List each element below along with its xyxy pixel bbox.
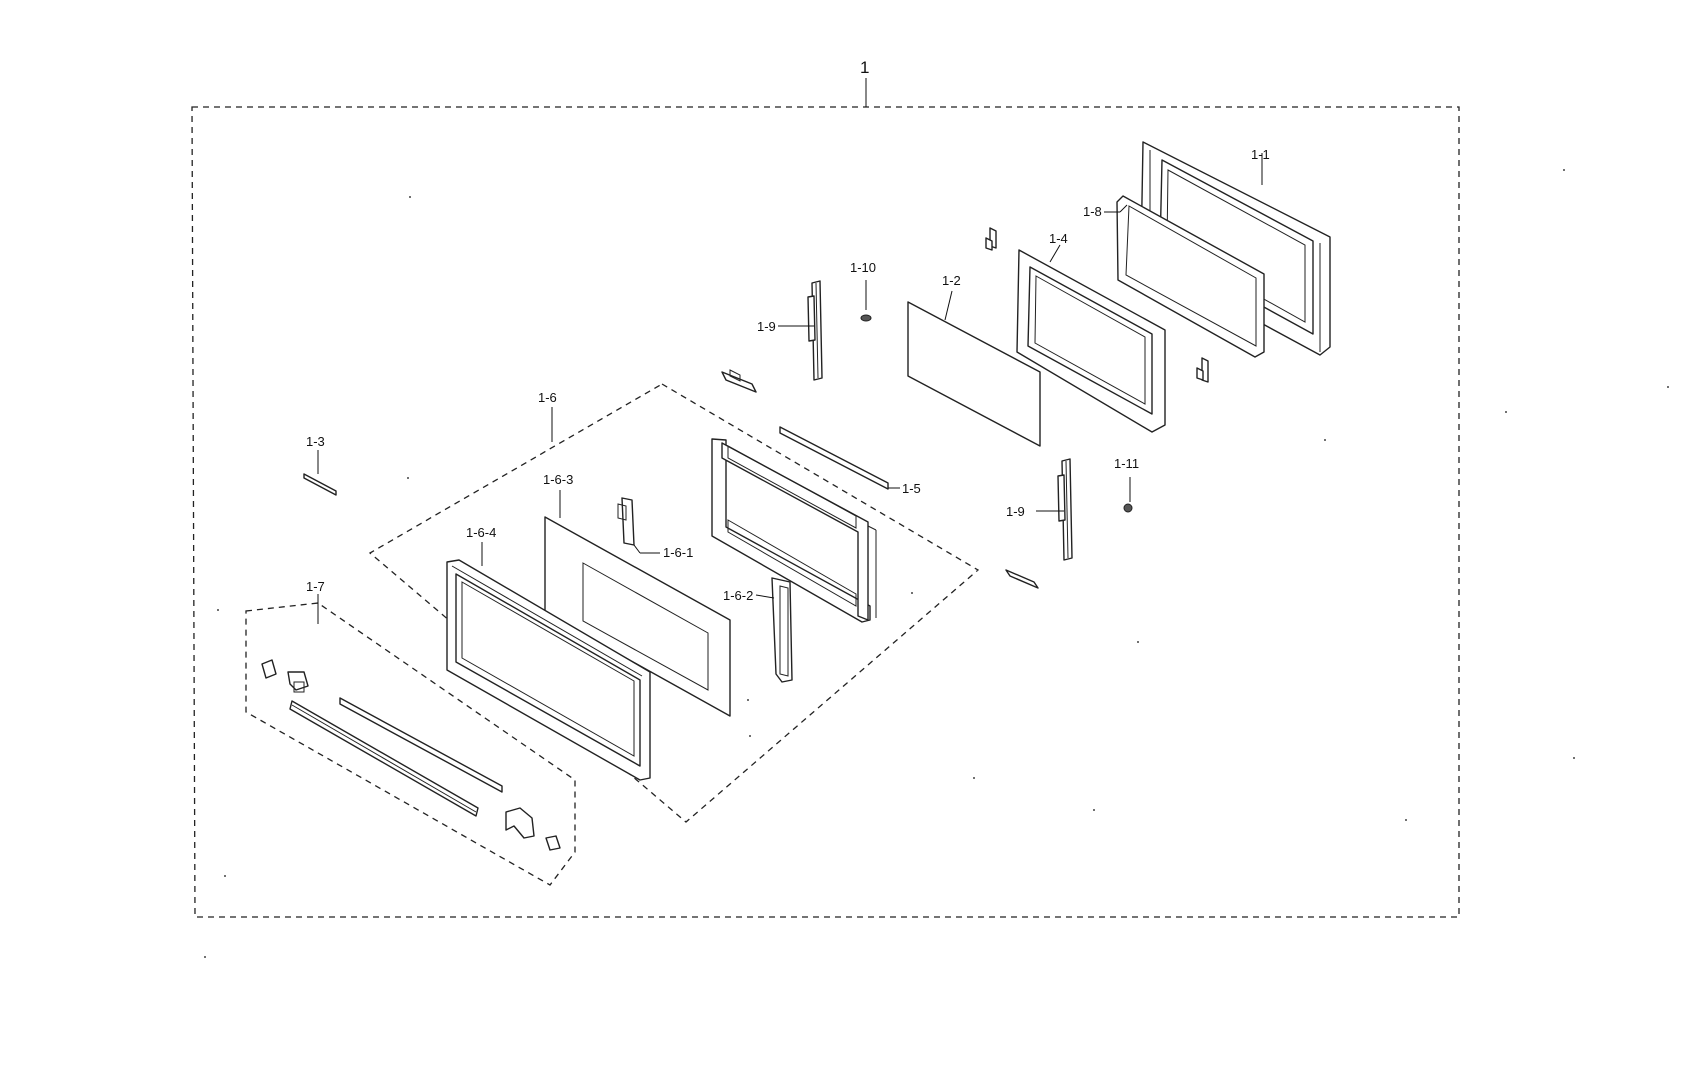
callout-1-5: 1-5 (902, 481, 921, 496)
part-1-5-rail (779, 426, 900, 490)
callout-1-8: 1-8 (1083, 204, 1102, 219)
callout-1-6: 1-6 (538, 390, 557, 405)
part-1-7-handle-bar-lower (289, 700, 479, 817)
assembly-boundary (191, 78, 1460, 918)
callout-1-1: 1-1 (1251, 147, 1270, 162)
part-1-6-1-clip (617, 497, 660, 554)
part-1-7-handle-bar-upper (339, 697, 503, 793)
part-1-9-upper-hinge (778, 280, 823, 381)
callout-1-11: 1-11 (1114, 456, 1139, 471)
callout-1-2: 1-2 (942, 273, 961, 288)
subassembly-1-6-boundary (368, 383, 980, 823)
scan-specks (204, 169, 1669, 958)
part-1-7-end-cap-left-top (261, 659, 309, 693)
part-1-6-2-clip (755, 577, 793, 683)
part-1-4-inner-frame (1016, 244, 1166, 433)
bracket-upper (721, 369, 757, 393)
callout-1-9-upper: 1-9 (757, 319, 776, 334)
subassembly-1-7-boundary (245, 594, 576, 886)
callout-1-6-1: 1-6-1 (663, 545, 693, 560)
clip-lower-right (1196, 357, 1209, 383)
part-1-7-end-cap-right (505, 807, 561, 851)
part-1-11-screw (1123, 477, 1133, 513)
callout-1-6-2: 1-6-2 (723, 588, 753, 603)
callout-1-6-3: 1-6-3 (543, 472, 573, 487)
part-1-2-glass-panel (907, 290, 1041, 447)
part-1-9-lower-hinge (1036, 458, 1073, 561)
part-1-8-gasket (1104, 195, 1265, 358)
part-1-3-rod (303, 450, 337, 496)
callout-1-7: 1-7 (306, 579, 325, 594)
part-1-1-outer-frame (1140, 141, 1331, 356)
part-1-6-4-front-frame (446, 542, 651, 781)
callout-1-10: 1-10 (850, 260, 876, 275)
callout-labels: 1 1-1 1-8 1-4 1-10 1-2 1-9 1-6 1-3 1-11 … (306, 58, 1270, 603)
bracket-lower (1005, 569, 1039, 589)
callout-1-4: 1-4 (1049, 231, 1068, 246)
callout-1-3: 1-3 (306, 434, 325, 449)
callout-1-9-lower: 1-9 (1006, 504, 1025, 519)
clip-upper-left (985, 227, 997, 251)
inner-door-frame (711, 438, 877, 623)
callout-1-6-4: 1-6-4 (466, 525, 496, 540)
callout-1: 1 (860, 58, 869, 77)
part-1-6-3-glass (544, 490, 731, 717)
part-1-10-screw (860, 280, 872, 322)
